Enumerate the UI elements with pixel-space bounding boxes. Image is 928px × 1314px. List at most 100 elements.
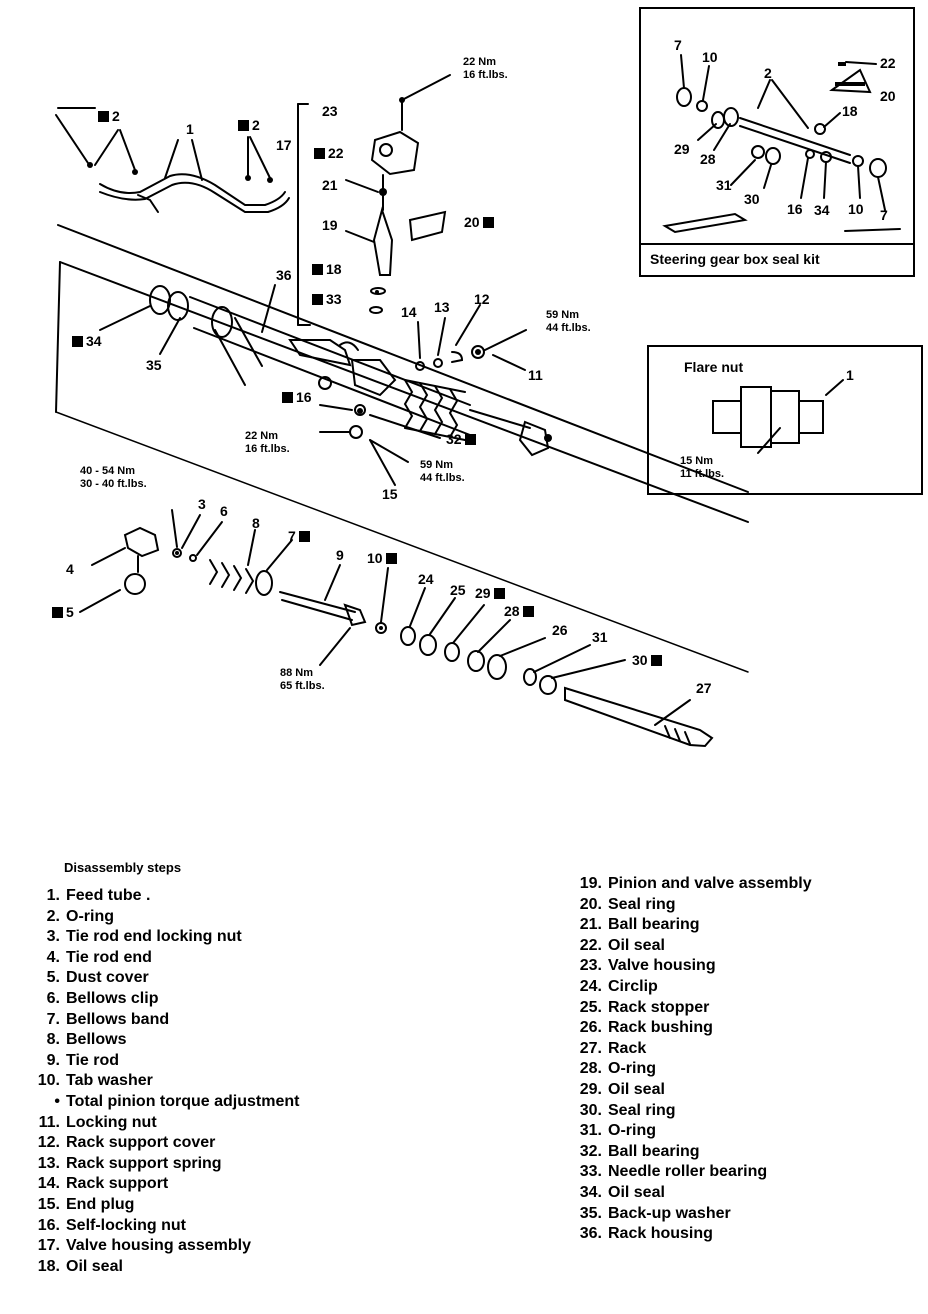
callout-3: 3 [198,496,206,512]
step-item: 24.Circlip [570,977,812,998]
step-item: 15.End plug [28,1195,299,1216]
step-text: Seal ring [608,1101,676,1119]
step-text: Seal ring [608,895,676,913]
step-text: Dust cover [66,969,149,987]
callout-15: 15 [382,486,398,502]
step-item: 26.Rack bushing [570,1018,812,1039]
step-number: 8. [46,1031,60,1049]
callout-25: 25 [450,582,466,598]
step-number: 25. [579,998,602,1016]
callout-27: 27 [696,680,712,696]
step-number: 16. [37,1216,60,1234]
callout-5: 5 [52,605,74,619]
step-text: Self-locking nut [66,1216,186,1234]
rack-housing [99,284,550,486]
step-text: Locking nut [66,1113,157,1131]
step-number: 29. [579,1080,602,1098]
callout-31: 31 [592,629,608,645]
step-item: 36.Rack housing [570,1224,812,1245]
torque-22nm-valve: 22 Nm 16 ft.lbs. [463,56,508,82]
flare-callout-1: 1 [846,367,854,383]
callout-30: 30 [632,653,662,667]
kit-callout-22: 22 [880,55,896,71]
step-number: 4. [46,948,60,966]
replace-marker-icon [312,264,323,275]
step-number: 33. [579,1163,602,1181]
step-item: 10.Tab washer [28,1071,299,1092]
feed-tube [94,129,290,213]
callout-11: 11 [528,367,543,383]
step-number: 27. [579,1039,602,1057]
step-text: Valve housing assembly [66,1237,251,1255]
step-item: 12.Rack support cover [28,1133,299,1154]
callout-23: 23 [322,103,338,119]
step-number: 9. [46,1051,60,1069]
step-item: 19.Pinion and valve assembly [570,874,812,895]
step-number: 7. [46,1010,60,1028]
step-item: 23.Valve housing [570,956,812,977]
step-item: 18.Oil seal [28,1257,299,1278]
callout-21: 21 [322,177,338,193]
step-number: 10. [37,1072,60,1090]
callout-number: 33 [326,291,342,307]
step-text: Oil seal [608,936,665,954]
step-item: 7.Bellows band [28,1010,299,1031]
kit-callout-18: 18 [842,103,858,119]
kit-callout-2: 2 [764,65,772,81]
callout-19: 19 [322,217,338,233]
callout-33: 33 [312,292,342,306]
callout-number: 30 [632,652,648,668]
kit-callout-20: 20 [880,88,896,104]
step-number: 19. [579,875,602,892]
step-item: 33.Needle roller bearing [570,1162,812,1183]
callout-6: 6 [220,503,228,519]
step-text: Oil seal [608,1183,665,1201]
step-text: Tie rod [66,1051,120,1069]
step-text: Bellows clip [66,989,159,1007]
steps-title: Disassembly steps [64,860,182,875]
step-item: 4.Tie rod end [28,948,299,969]
step-number: 34. [579,1183,602,1201]
step-text: O-ring [608,1060,656,1078]
step-text: Bellows [66,1031,127,1049]
kit-callout-7b: 7 [880,207,888,223]
seal-kit-box [639,7,915,277]
step-number: 6. [46,989,60,1007]
filled-parts [87,62,865,630]
torque-ft: 65 ft.lbs. [280,680,325,692]
torque-88nm: 88 Nm 65 ft.lbs. [280,667,325,693]
step-number: 31. [579,1122,602,1140]
callout-number: 5 [66,604,74,620]
kit-callout-31: 31 [716,177,732,193]
step-item: 3.Tie rod end locking nut [28,927,299,948]
step-number: 35. [579,1204,602,1222]
kit-callout-29: 29 [674,141,690,157]
callout-35: 35 [146,357,162,373]
replace-marker-icon [314,148,325,159]
callout-20: 20 [464,215,494,229]
callout-number: 10 [367,550,383,566]
replace-marker-icon [312,294,323,305]
step-number: 32. [579,1142,602,1160]
torque-ft: 11 ft.lbs. [680,468,725,480]
step-item: 2.O-ring [28,907,299,928]
callout-number: 34 [86,333,102,349]
kit-callout-10b: 10 [848,201,864,217]
kit-callout-7: 7 [674,37,682,53]
callout-24: 24 [418,571,434,587]
step-text: Rack bushing [608,1019,713,1037]
step-item: 21.Ball bearing [570,915,812,936]
step-number: 17. [37,1237,60,1255]
step-text: Total pinion torque adjustment [66,1092,300,1110]
kit-callout-30: 30 [744,191,760,207]
callout-18: 18 [312,262,342,276]
step-number: 24. [579,977,602,995]
step-item: 30.Seal ring [570,1101,812,1122]
callout-number: 2 [112,108,120,124]
step-item: 34. Oil seal [570,1183,812,1204]
torque-nm: 59 Nm [546,309,580,321]
replace-marker-icon [482,217,494,228]
step-number: 14. [37,1175,60,1193]
